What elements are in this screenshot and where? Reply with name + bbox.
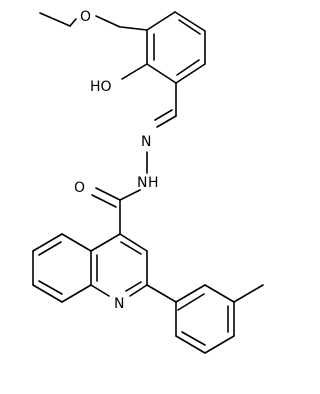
- biaryl-bond: [146, 284, 177, 303]
- bond: [178, 19, 201, 35]
- bond: [90, 284, 110, 297]
- bond: [91, 194, 117, 208]
- bond: [32, 233, 63, 252]
- carbonyl-oxygen-label: O: [74, 180, 85, 196]
- bond: [120, 26, 148, 31]
- ethoxy-group: [39, 12, 121, 28]
- molecule-structure: O HO N N H O N: [32, 9, 264, 354]
- bond: [125, 281, 142, 292]
- carbonyl-group: [91, 187, 121, 235]
- bond: [129, 284, 148, 297]
- quinoline-ring: [32, 233, 148, 303]
- ethoxy-oxygen-label: O: [80, 9, 91, 25]
- bond: [204, 335, 235, 354]
- hydroxyl-label: HO: [90, 79, 112, 95]
- bond: [32, 284, 63, 303]
- imine-nitrogen-label: N: [141, 134, 151, 150]
- bond: [146, 63, 177, 84]
- bond: [38, 280, 63, 295]
- amide-hydrogen-label: H: [148, 175, 159, 191]
- quinoline-nitrogen-label: N: [114, 296, 124, 312]
- bond: [176, 59, 200, 76]
- bond: [95, 15, 121, 28]
- top-benzene-ring: [120, 11, 206, 84]
- bond: [156, 115, 177, 128]
- tolyl-ring: [175, 284, 264, 354]
- bond: [69, 18, 77, 27]
- bond: [119, 189, 141, 201]
- bond: [154, 109, 173, 121]
- bond: [61, 233, 92, 252]
- hydrazone-chain: [119, 82, 177, 201]
- bond: [38, 241, 62, 256]
- bond: [61, 284, 92, 303]
- bond: [204, 284, 235, 303]
- bond: [90, 233, 121, 252]
- bond: [175, 284, 206, 303]
- hydroxyl-bond: [121, 63, 148, 80]
- bond: [175, 63, 206, 84]
- bond: [95, 187, 121, 201]
- bond: [39, 12, 71, 27]
- bond: [119, 233, 148, 252]
- bond: [146, 11, 176, 31]
- amide-nitrogen-label: N: [137, 175, 147, 191]
- bond: [120, 241, 142, 255]
- bond: [181, 331, 206, 346]
- bond: [174, 11, 206, 32]
- bond: [177, 293, 205, 311]
- methyl-bond: [233, 284, 264, 303]
- bond: [175, 335, 206, 354]
